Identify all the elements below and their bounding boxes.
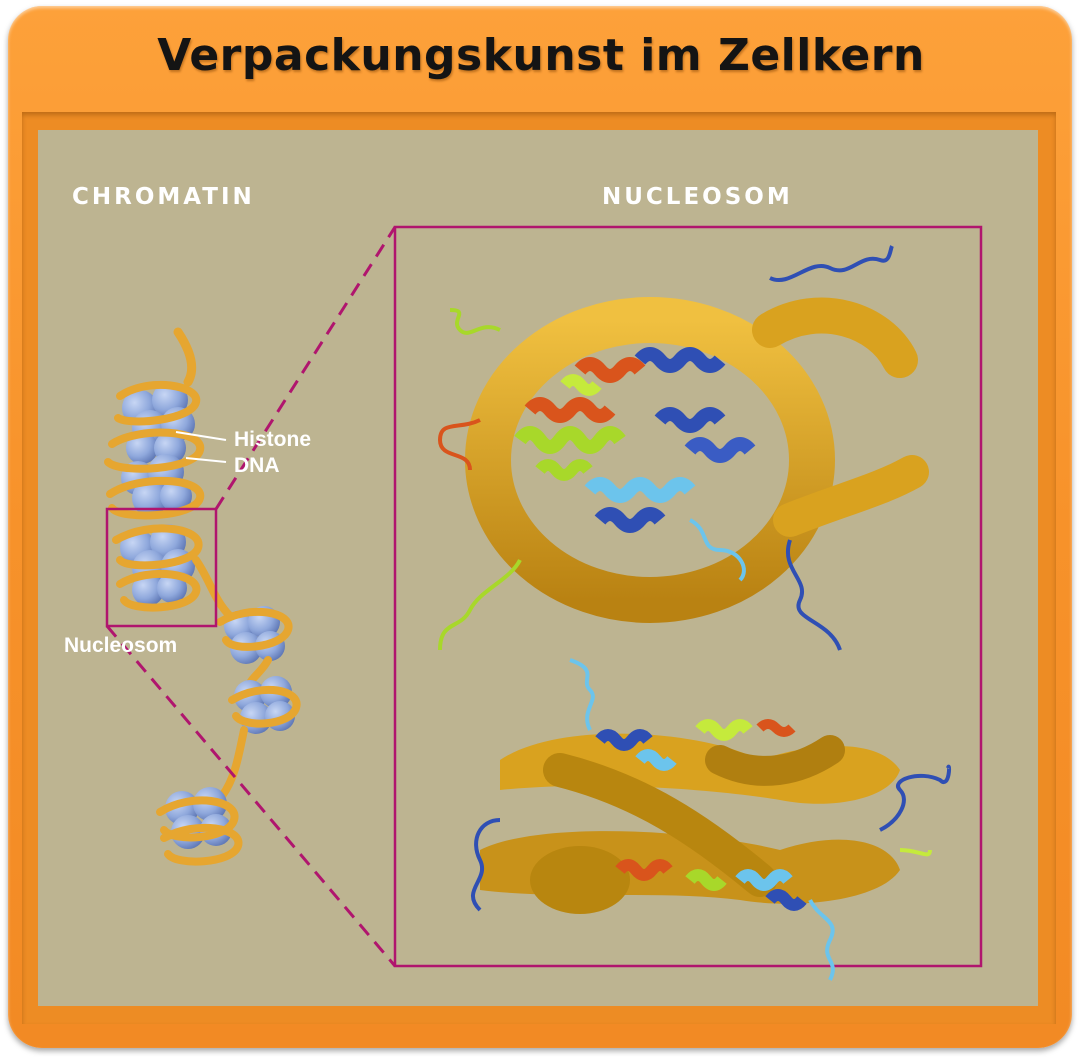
zoom-line-top (214, 226, 397, 510)
nucleosom-detail-box (393, 225, 983, 968)
nucleosome-top-view (437, 245, 929, 651)
label-dna: DNA (234, 454, 280, 477)
zoom-line-bottom (105, 625, 397, 967)
heading-chromatin: CHROMATIN (72, 184, 255, 210)
chromatin-highlight-box (105, 507, 218, 628)
heading-nucleosom: NUCLEOSOM (602, 184, 793, 210)
dna-pointer (185, 457, 227, 463)
chromatin-fiber (104, 327, 301, 866)
label-histone: Histone (234, 428, 312, 451)
page-title: Verpackungskunst im Zellkern (157, 30, 925, 81)
nucleosome-side-view (471, 658, 951, 981)
label-nucleosom: Nucleosom (64, 634, 178, 657)
histone-pointer (175, 431, 227, 441)
